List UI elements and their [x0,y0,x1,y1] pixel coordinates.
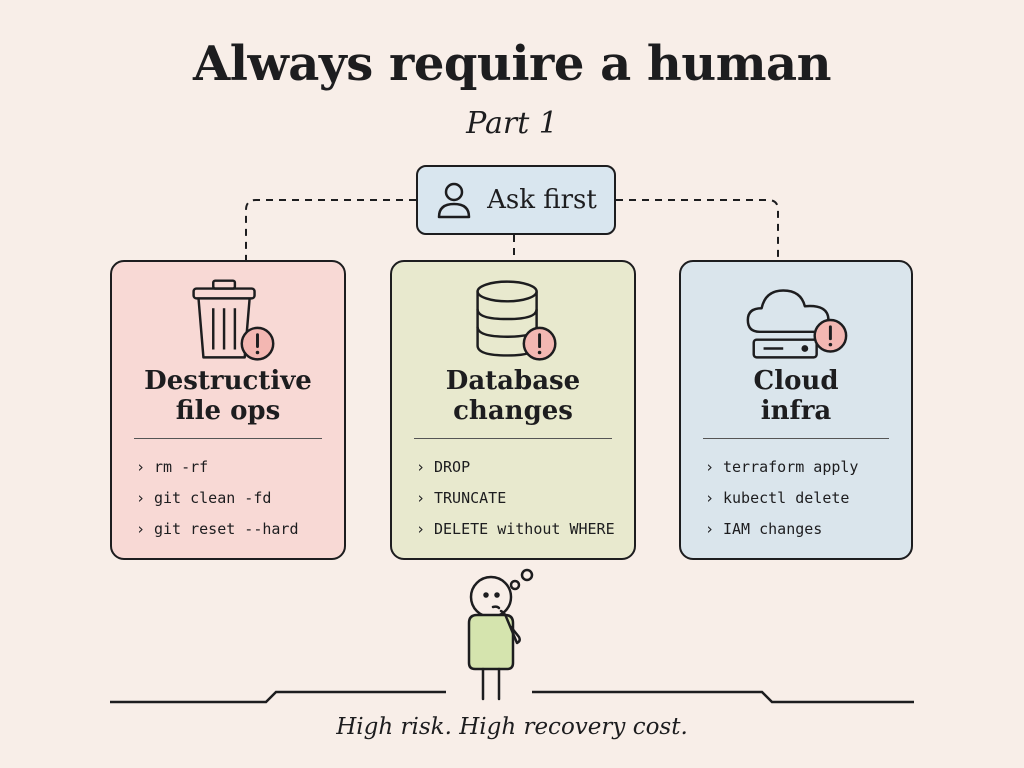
card-divider [414,438,612,439]
command-list: ›terraform apply ›kubectl delete ›IAM ch… [705,456,858,549]
page-title: Always require a human [193,36,831,92]
cloud-server-warning-icon [746,289,848,359]
list-item: ›terraform apply [705,458,859,476]
card-divider [134,438,322,439]
command-list: ›rm -rf ›git clean -fd ›git reset --hard [136,456,299,549]
list-item: ›git clean -fd [136,489,272,507]
list-item: ›rm -rf [136,458,209,476]
list-item: ›DROP [416,458,471,476]
card-destructive-file-ops: Destructive file ops ›rm -rf ›git clean … [110,260,346,560]
connector-right [616,199,779,260]
list-item: ›DELETE without WHERE [416,520,615,538]
ask-first-box: Ask first [416,165,616,235]
list-item: ›TRUNCATE [416,489,507,507]
footer-caption: High risk. High recovery cost. [336,714,688,740]
database-warning-icon [476,280,557,361]
list-item: ›IAM changes [705,520,823,538]
page-subtitle: Part 1 [466,106,558,141]
user-icon [437,182,471,219]
card-title: Destructive file ops [144,366,312,426]
ground-line [110,690,914,704]
ask-first-label: Ask first [487,185,597,215]
card-database-changes: Database changes ›DROP ›TRUNCATE ›DELETE… [390,260,636,560]
command-list: ›DROP ›TRUNCATE ›DELETE without WHERE [416,456,615,549]
card-title: Cloud infra [753,366,839,426]
card-cloud-infra: Cloud infra ›terraform apply ›kubectl de… [679,260,913,560]
trash-warning-icon [192,279,275,361]
list-item: ›kubectl delete [705,489,850,507]
list-item: ›git reset --hard [136,520,299,538]
thinking-person-icon [467,568,534,701]
card-divider [703,438,889,439]
card-title: Database changes [445,366,581,426]
connector-left [245,199,416,260]
